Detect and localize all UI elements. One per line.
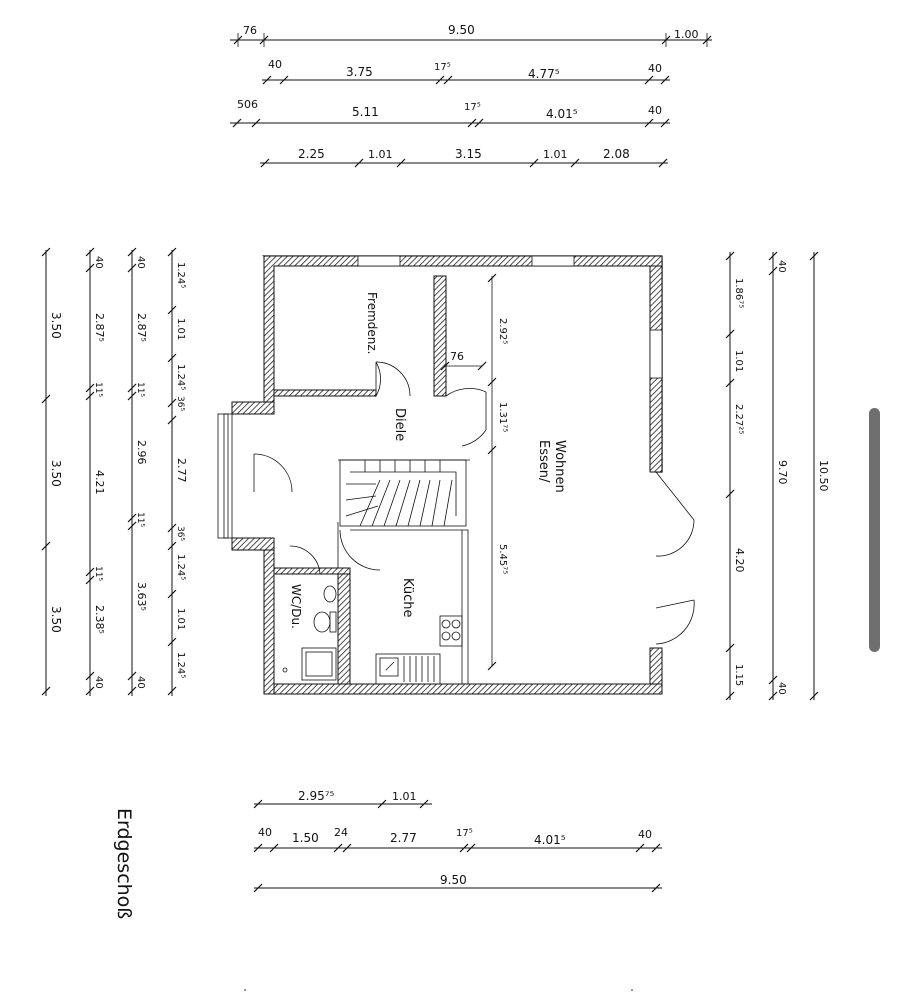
- right-dimension-chains: 1.86⁷⁵ 1.01 2.27²⁵ 4.20 1.15 40 9.70 40 …: [725, 251, 830, 701]
- left-col1-dim-3: 3.50: [49, 606, 63, 633]
- scan-mark: [244, 989, 246, 991]
- top-dimension-chains: 76 9.50 1.00 40 3.75 17⁵ 4.77⁵ 40 506 5.…: [230, 23, 712, 168]
- left-col1-dim-1: 3.50: [49, 312, 63, 339]
- bottom-row2-dim-5: 17⁵: [456, 828, 473, 839]
- right-col1-dim-2: 1.01: [733, 350, 744, 372]
- top-row3-dim-2: 5.11: [352, 105, 379, 119]
- top-row2-dim-5: 40: [648, 62, 662, 75]
- right-col1-dim-1: 1.86⁷⁵: [733, 278, 744, 308]
- left-col4-dim-5: 2.77: [175, 458, 188, 483]
- left-col3-dim-4: 2.96: [135, 440, 148, 465]
- left-col4-dim-2: 1.01: [175, 318, 186, 340]
- bottom-row3-dim-1: 9.50: [440, 873, 467, 887]
- top-row2-dim-4: 4.77⁵: [528, 67, 560, 81]
- left-col2-dim-6: 2.38⁵: [93, 605, 106, 634]
- vertical-scrollbar[interactable]: [869, 408, 880, 652]
- left-col4-dim-7: 1.24⁵: [175, 554, 186, 580]
- left-col3-dim-2: 2.87⁵: [135, 313, 148, 342]
- bottom-row2-dim-7: 40: [638, 828, 652, 841]
- floor-title: Erdgeschoß: [113, 808, 135, 919]
- bottom-row2-dim-2: 1.50: [292, 831, 319, 845]
- bottom-row2-dim-6: 4.01⁵: [534, 833, 566, 847]
- left-col4-dim-9: 1.24⁵: [175, 652, 186, 678]
- left-col1-dim-2: 3.50: [49, 460, 63, 487]
- left-col2-dim-7: 40: [93, 676, 104, 689]
- right-col2-dim-2: 9.70: [776, 460, 789, 485]
- left-col2-dim-3: 11⁵: [93, 382, 103, 397]
- left-col2-dim-5: 11⁵: [93, 566, 103, 581]
- top-row2-dim-3: 17⁵: [434, 62, 451, 73]
- bottom-row1-dim-1: 2.95⁷⁵: [298, 789, 335, 803]
- room-label-living-text: Essen/: [536, 440, 551, 483]
- top-row1-dim-3: 1.00: [674, 28, 699, 41]
- left-col3-dim-7: 40: [135, 676, 146, 689]
- left-col4-dim-8: 1.01: [175, 608, 186, 630]
- left-col2-dim-1: 40: [93, 256, 104, 269]
- left-col3-dim-3: 11⁵: [135, 382, 145, 397]
- right-col3-dim-1: 10.50: [817, 460, 830, 492]
- room-label-living-line: Wohnen: [552, 440, 567, 493]
- bottom-row2-dim-3: 24: [334, 826, 348, 839]
- top-row3-dim-1: 506: [237, 98, 258, 111]
- top-row4-dim-4: 1.01: [543, 148, 568, 161]
- left-col3-dim-6: 3.63⁵: [135, 582, 148, 611]
- bottom-dimension-chains: 2.95⁷⁵ 1.01 40 1.50 24 2.77 17⁵ 4.01⁵ 40…: [253, 789, 662, 893]
- staircase: [339, 459, 467, 527]
- right-col2-dim-1: 40: [776, 260, 787, 273]
- bottom-row2-dim-4: 2.77: [390, 831, 417, 845]
- living-dim-b: 1.31⁷⁵: [497, 402, 508, 432]
- left-col4-dim-4: 36⁵: [175, 396, 185, 411]
- top-row4-dim-1: 2.25: [298, 147, 325, 161]
- right-col2-dim-3: 40: [776, 682, 787, 695]
- left-col4-dim-1: 1.24⁵: [175, 262, 186, 288]
- room-label-guest: Fremdenz.: [365, 292, 379, 355]
- living-dim-c: 5.45⁷⁵: [497, 544, 508, 574]
- left-col3-dim-5: 11⁵: [135, 512, 145, 527]
- top-row1-dim-1: 76: [243, 24, 257, 37]
- right-col1-dim-4: 4.20: [733, 548, 746, 573]
- top-row3-dim-4: 4.01⁵: [546, 107, 578, 121]
- bottom-row1-dim-2: 1.01: [392, 790, 417, 803]
- top-row3-dim-5: 40: [648, 104, 662, 117]
- room-label-hall: Diele: [392, 408, 407, 441]
- room-label-kitchen: Küche: [400, 578, 415, 618]
- top-row3-dim-3: 17⁵: [464, 102, 481, 113]
- room-label-wc: WC/Du.: [289, 584, 303, 629]
- left-col2-dim-2: 2.87⁵: [93, 313, 106, 342]
- top-row4-dim-5: 2.08: [603, 147, 630, 161]
- top-row4-dim-2: 1.01: [368, 148, 393, 161]
- top-row2-dim-1: 40: [268, 58, 282, 71]
- right-col1-dim-3: 2.27²⁵: [733, 404, 744, 434]
- top-row1-dim-2: 9.50: [448, 23, 475, 37]
- bottom-row2-dim-1: 40: [258, 826, 272, 839]
- left-col2-dim-4: 4.21: [93, 470, 106, 495]
- left-col4-dim-6: 36⁵: [175, 526, 185, 541]
- floor-plan: Fremdenz. Diele Essen/ Wohnen Küche WC/D…: [217, 255, 695, 695]
- left-col3-dim-1: 40: [135, 256, 146, 269]
- top-row2-dim-2: 3.75: [346, 65, 373, 79]
- right-col1-dim-5: 1.15: [733, 664, 744, 686]
- top-row4-dim-3: 3.15: [455, 147, 482, 161]
- living-dim-a: 2.92⁵: [497, 318, 508, 344]
- left-col4-dim-3: 1.24⁵: [175, 364, 186, 390]
- left-dimension-chains: 3.50 3.50 3.50 40 2.87⁵ 11⁵ 4.21 11⁵ 2.3…: [41, 247, 188, 696]
- door-width-dim: 76: [450, 350, 464, 363]
- scan-mark: [631, 989, 633, 991]
- room-label-living: Essen/ Wohnen: [536, 440, 567, 493]
